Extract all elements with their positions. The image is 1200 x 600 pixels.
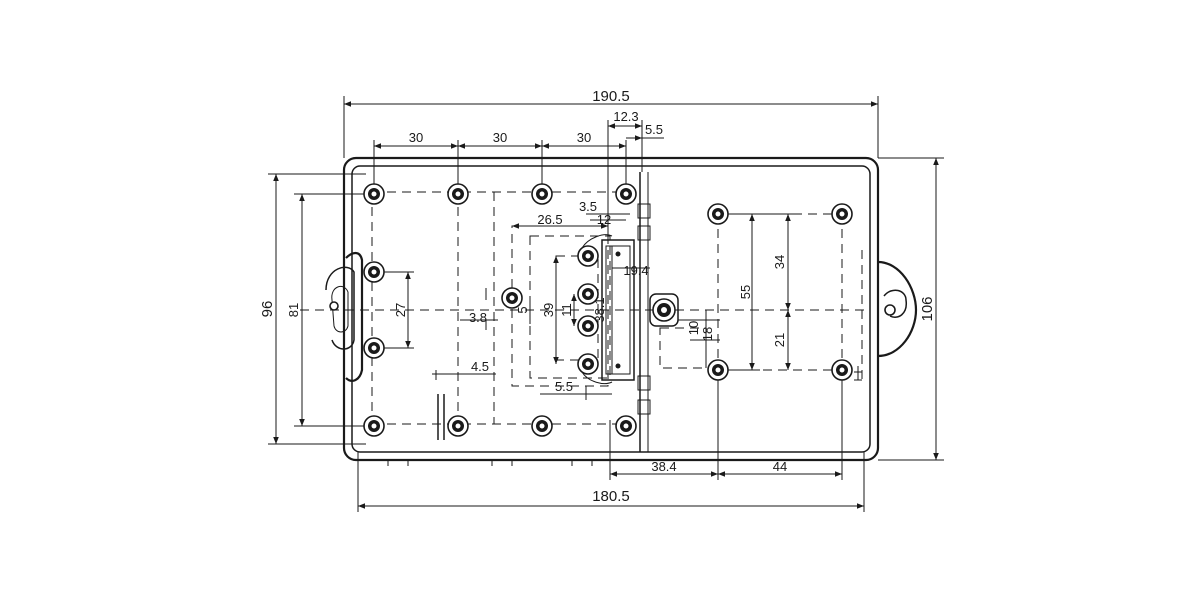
hole [577, 353, 599, 375]
dimension-labels: 190.5 30 30 30 12.3 5.5 106 96 81 27 3.8… [259, 88, 936, 505]
hole [831, 359, 853, 381]
hole [615, 415, 637, 437]
hole [831, 203, 853, 225]
dim-right-55: 55 [738, 285, 753, 299]
dim-pitch-1: 30 [409, 130, 423, 145]
hole [707, 359, 729, 381]
dim-38-1: 38.1 [592, 297, 607, 322]
hole [363, 337, 385, 359]
dim-right-34: 34 [772, 255, 787, 269]
hole [577, 283, 599, 305]
hole [577, 315, 599, 337]
dim-top-5-5: 5.5 [645, 122, 663, 137]
hole [363, 183, 385, 205]
enclosure-outline [342, 156, 880, 466]
dim-5: 5 [515, 306, 530, 313]
dim-left-27: 27 [393, 303, 408, 317]
hole [577, 245, 599, 267]
hole [363, 415, 385, 437]
hole [531, 415, 553, 437]
dim-overall-height: 106 [919, 296, 936, 321]
hole [652, 298, 676, 322]
dim-3-8: 3.8 [469, 310, 487, 325]
left-mounting-tab [325, 251, 364, 382]
dim-19-4: 19.4 [623, 263, 648, 278]
hole [447, 415, 469, 437]
dim-overall-width: 190.5 [592, 88, 630, 105]
dim-pitch-3: 30 [577, 130, 591, 145]
dim-26-5: 26.5 [537, 212, 562, 227]
dim-top-12-3: 12.3 [613, 109, 638, 124]
dim-5-5-bottom: 5.5 [555, 379, 573, 394]
hole [363, 261, 385, 283]
dim-inner-height: 96 [259, 301, 276, 318]
dim-bottom-44: 44 [773, 459, 787, 474]
dim-inner-width: 180.5 [592, 488, 630, 505]
dim-bottom-38-4: 38.4 [651, 459, 676, 474]
hole [531, 183, 553, 205]
mounting-holes [363, 183, 853, 437]
hole [447, 183, 469, 205]
dim-right-21: 21 [772, 333, 787, 347]
dim-right-18: 18 [700, 327, 715, 341]
dim-right-10: 10 [686, 321, 701, 335]
dim-11: 11 [559, 303, 574, 317]
dimension-lines [268, 96, 944, 512]
dim-pitch-2: 30 [493, 130, 507, 145]
dim-39: 39 [541, 303, 556, 317]
dim-3-5: 3.5 [579, 199, 597, 214]
dim-12: 12 [597, 212, 611, 227]
dim-left-81: 81 [286, 303, 301, 317]
dim-4-5: 4.5 [471, 359, 489, 374]
hole [615, 183, 637, 205]
hole [707, 203, 729, 225]
right-mounting-tab [877, 260, 918, 358]
hole [501, 287, 523, 309]
